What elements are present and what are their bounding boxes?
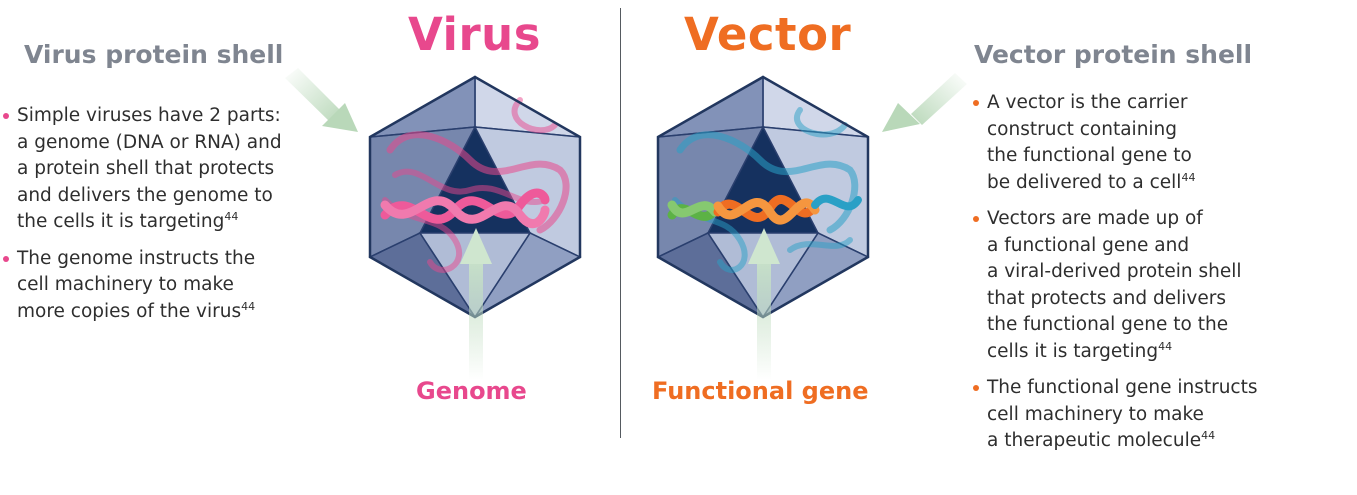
bullet-dot-icon xyxy=(3,113,9,119)
reference-number: 44 xyxy=(1201,428,1216,442)
bullet-text: Vectors are made up of a functional gene… xyxy=(987,208,1242,362)
bullet-text: The genome instructs the cell machinery … xyxy=(17,247,256,322)
bullet-text: A vector is the carrier construct contai… xyxy=(987,92,1192,193)
reference-number: 44 xyxy=(1158,339,1173,353)
vector-bullet-list: A vector is the carrier construct contai… xyxy=(970,90,1310,465)
center-divider xyxy=(620,8,621,438)
reference-number: 44 xyxy=(1181,170,1196,184)
bullet-dot-icon xyxy=(3,255,9,262)
list-item: The genome instructs the cell machinery … xyxy=(0,246,310,326)
vector-title: Vector xyxy=(684,8,852,61)
bullet-text: The functional gene instructs cell machi… xyxy=(987,377,1258,451)
bullet-dot-icon xyxy=(973,216,979,222)
virus-title: Virus xyxy=(408,8,541,61)
virus-shell-heading: Virus protein shell xyxy=(24,40,284,69)
list-item: Simple viruses have 2 parts: a genome (D… xyxy=(0,103,310,236)
list-item: A vector is the carrier construct contai… xyxy=(970,90,1310,196)
bullet-dot-icon xyxy=(973,385,979,391)
genome-arrow-icon xyxy=(460,228,492,380)
functional-gene-label: Functional gene xyxy=(652,377,869,405)
bullet-text: Simple viruses have 2 parts: a genome (D… xyxy=(17,105,282,232)
list-item: The functional gene instructs cell machi… xyxy=(970,375,1310,455)
vector-shell-arrow-icon xyxy=(882,73,967,132)
list-item: Vectors are made up of a functional gene… xyxy=(970,206,1310,365)
functional-gene-arrow-icon xyxy=(748,228,780,380)
virus-shell-arrow-icon xyxy=(285,68,358,132)
genome-label: Genome xyxy=(416,377,527,405)
reference-number: 44 xyxy=(241,299,256,313)
reference-number: 44 xyxy=(224,209,239,223)
bullet-dot-icon xyxy=(973,100,979,106)
vector-shell-heading: Vector protein shell xyxy=(974,40,1253,69)
virus-bullet-list: Simple viruses have 2 parts: a genome (D… xyxy=(0,103,310,335)
